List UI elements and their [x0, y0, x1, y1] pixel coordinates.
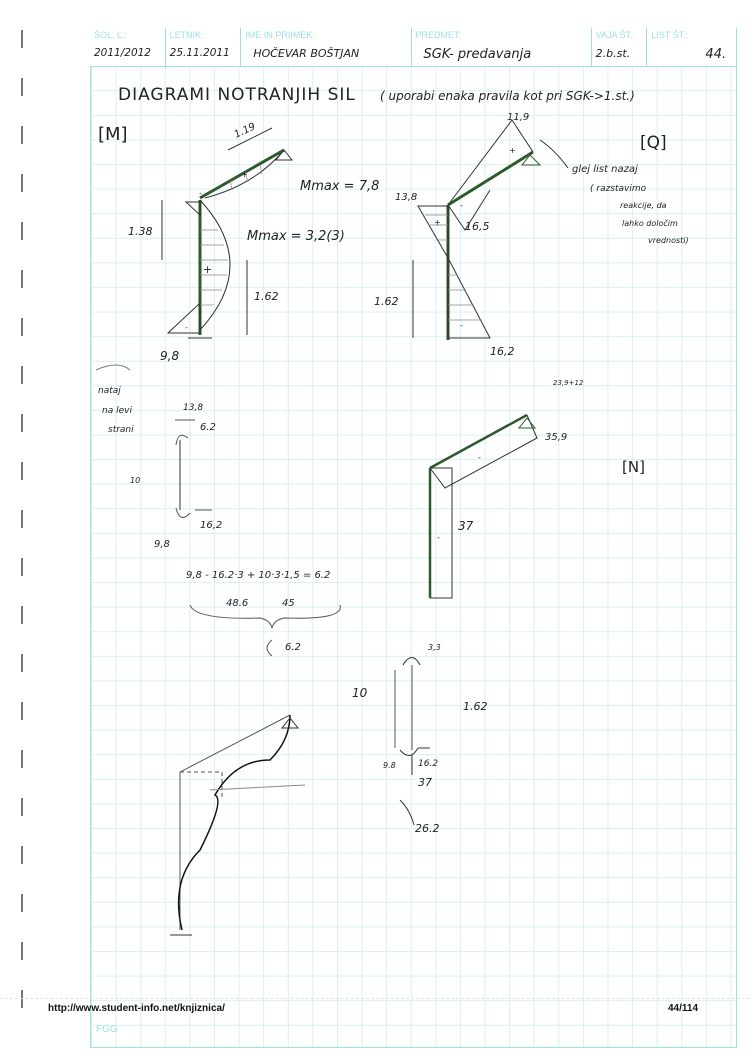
footer-url[interactable]: http://www.student-info.net/knjiznica/ [48, 1003, 225, 1014]
shear-dim: 1.62 [374, 295, 399, 308]
fb2-bottom-shear: 16.2 [418, 759, 438, 769]
field-value: 44. [705, 47, 727, 62]
sign: - [437, 533, 440, 542]
fb2-load: 10 [352, 686, 368, 700]
field-label: VAJA ŠT.: [595, 30, 636, 40]
header-table: ŠOL. L.: 2011/2012 LETNIK: 25.11.2011 IME … [90, 28, 736, 67]
diagram-label-n: [N] [622, 458, 645, 476]
header-field-year: ŠOL. L.: 2011/2012 [90, 28, 166, 66]
n-calc: 23,9+12 [553, 379, 584, 387]
note-line: nataj [98, 386, 121, 396]
sign: - [460, 201, 463, 210]
header-field-date: LETNIK: 25.11.2011 [165, 28, 242, 66]
field-value: HOČEVAR BOŠTJAN [253, 47, 360, 60]
sign: - [185, 323, 188, 332]
diagram-label-m: [M] [98, 124, 128, 145]
n-column-value: 37 [458, 519, 474, 533]
fb1-sub-a: 48.6 [226, 598, 248, 609]
fb2-top-moment: 3,3 [428, 643, 441, 652]
field-label: PREDMET: [415, 30, 462, 40]
field-label: LETNIK: [169, 30, 204, 40]
shear-note-line: reakcije, da [620, 201, 667, 210]
field-value: 2.b.st. [595, 47, 631, 60]
deflection-sketch [170, 714, 306, 936]
shear-joint-right: 16,5 [465, 220, 490, 233]
sign: + [241, 170, 248, 179]
shear-note-line: ( razstavimo [590, 184, 647, 194]
moment-diagram: [M] 1.19 Mmax = 7,8 Mmax = 3,2(3) 1.38 1… [98, 121, 379, 363]
header-field-name: IME IN PRIIMEK: HOČEVAR BOŠTJAN [241, 28, 412, 66]
header-field-exercise: VAJA ŠT.: 2.b.st. [591, 28, 648, 66]
fb2-axial: 37 [418, 776, 432, 789]
normal-force-diagram: [N] 23,9+12 35,9 37 - - [428, 379, 645, 599]
sign: - [460, 321, 463, 330]
field-label: ŠOL. L.: [94, 30, 128, 40]
fb1-equation: 9,8 - 16.2·3 + 10·3·1,5 = 6.2 [186, 570, 330, 581]
beam-length: 1.19 [233, 121, 258, 140]
field-label: IME IN PRIIMEK: [245, 30, 315, 40]
sign: + [203, 263, 212, 276]
sign: + [509, 146, 516, 155]
mmax-beam: Mmax = 7,8 [300, 179, 379, 194]
fb1-top-force: 13,8 [183, 403, 203, 413]
dim-lower: 1.62 [254, 290, 279, 303]
footer-divider [0, 998, 750, 999]
fb1-bottom-moment: 9,8 [154, 539, 170, 550]
note-line: strani [108, 425, 134, 435]
title-note: ( uporabi enaka pravila kot pri SGK->1.s… [380, 89, 635, 103]
field-label: LIST ŠT.: [651, 30, 689, 40]
header-field-subject: PREDMET: SGK- predavanja [411, 28, 592, 66]
diagram-label-q: [Q] [640, 133, 667, 153]
mmax-column: Mmax = 3,2(3) [247, 229, 345, 244]
shear-joint-left: 13,8 [395, 192, 417, 203]
sign: - [199, 189, 202, 198]
note-line: na levi [102, 406, 132, 416]
sign: - [478, 453, 481, 462]
fb1-bottom-force: 16,2 [200, 520, 222, 531]
grid-sheet [90, 28, 737, 1048]
n-beam-value: 35,9 [545, 432, 567, 443]
free-body-left-column: nataj na levi strani 13,8 6.2 10 16,2 9,… [95, 364, 341, 657]
shear-base: 16,2 [490, 345, 515, 358]
fb2-dim: 1.62 [463, 700, 488, 713]
shear-diagram: [Q] 11,9 13,8 16,5 16,2 1.62 + - + - gle… [374, 112, 689, 358]
shear-top: 11,9 [507, 112, 529, 123]
field-value: 25.11.2011 [169, 47, 230, 59]
shear-note-line: vrednosti) [648, 236, 689, 245]
footer-page-number: 44/114 [668, 1003, 699, 1014]
header-field-sheet: LIST ŠT.: 44. [647, 28, 736, 66]
fb2-bottom-moment: 9.8 [383, 761, 396, 770]
shear-note-line: lahko določim [622, 218, 678, 228]
free-body-column-2: 3,3 10 1.62 9.8 16.2 37 26.2 [352, 643, 488, 835]
fb2-reaction: 26.2 [415, 822, 440, 835]
base-moment: 9,8 [160, 349, 179, 363]
shear-note-line: glej list nazaj [572, 164, 638, 175]
fb1-load: 10 [130, 476, 140, 485]
fb1-result: 6.2 [285, 642, 301, 653]
field-value: SGK- predavanja [423, 47, 532, 62]
field-value: 2011/2012 [94, 47, 151, 59]
footer-faculty: FGG [96, 1024, 118, 1035]
fb1-sub-b: 45 [282, 598, 295, 609]
sign: + [434, 218, 441, 227]
fb1-top-moment: 6.2 [200, 422, 216, 433]
dim-upper: 1.38 [128, 225, 153, 238]
page-title: DIAGRAMI NOTRANJIH SIL [118, 85, 356, 105]
binder-margin-marks [21, 30, 23, 1030]
